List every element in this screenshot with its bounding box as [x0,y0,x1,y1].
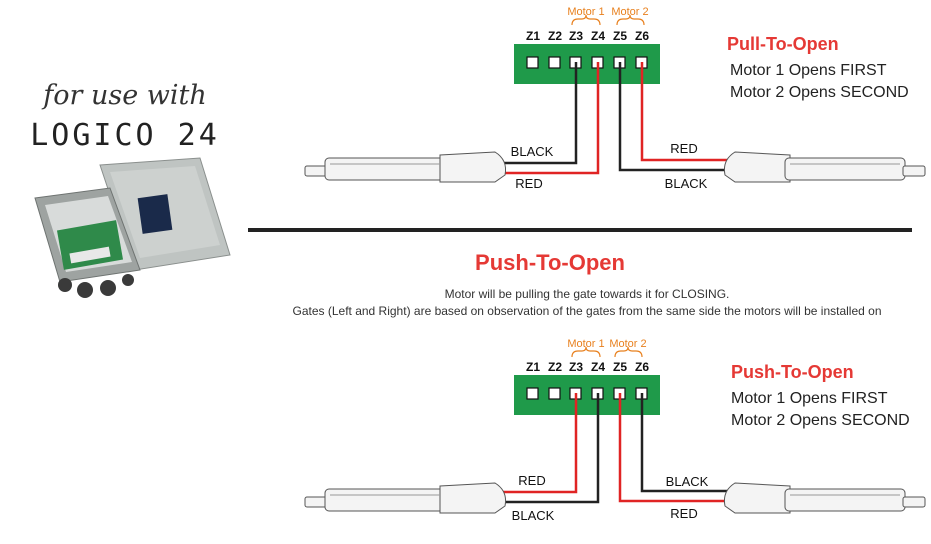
terminal-label: Z1 [526,360,540,374]
terminal-label: Z5 [613,29,627,43]
diagram-title: Pull-To-Open [727,34,839,54]
terminal-label: Z3 [569,360,583,374]
terminal-label: Z5 [613,360,627,374]
product-name: LOGICO 24 [30,118,220,153]
motor-2-bracket [616,14,645,26]
motor-1-bracket [571,346,601,358]
terminal-label: Z1 [526,29,540,43]
control-box-image [34,157,231,298]
terminal-screw [526,387,539,400]
wire-red-left [497,62,600,175]
diagram-line-1: Motor 1 Opens FIRST [731,390,888,407]
terminal-label: Z6 [635,360,649,374]
diagram-title: Push-To-Open [731,362,854,382]
terminal-label: Z4 [591,360,605,374]
terminal-screw [548,387,561,400]
terminal-label: Z3 [569,29,583,43]
wire-label: RED [515,176,542,191]
motor-2-label: Motor 2 [611,6,648,18]
note-line-1: Motor will be pulling the gate towards i… [445,287,730,301]
terminal-label: Z6 [635,29,649,43]
wire-black-right [640,393,730,493]
wire-label: BLACK [512,508,555,523]
motor-1-label: Motor 1 [567,6,604,18]
motor-actuator-left [304,482,506,514]
wire-black-left [497,62,578,165]
section-title: Push-To-Open [475,250,625,275]
motor-actuator-right [724,482,926,514]
wire-red-right [640,62,730,162]
terminal-label: Z2 [548,29,562,43]
terminal-screw [526,56,539,69]
motor-actuator-left [304,151,506,183]
wire-red-left [497,393,578,494]
wire-label: RED [670,506,697,521]
motor-2-label: Motor 2 [609,338,646,350]
motor-1-bracket [571,14,601,26]
diagram-line-2: Motor 2 Opens SECOND [730,84,909,101]
wire-black-right [618,62,730,172]
wire-label: BLACK [511,144,554,159]
diagram-line-1: Motor 1 Opens FIRST [730,62,887,79]
wire-label: RED [670,141,697,156]
wire-red-right [618,393,730,503]
diagram-pull-to-open: Motor 1 Motor 2 Z1 Z2 Z3 Z4 Z5 Z6 BLACK … [304,6,926,191]
tagline: for use with [41,80,207,111]
motor-2-bracket [614,346,643,358]
note-line-2: Gates (Left and Right) are based on obse… [293,304,882,318]
diagram-push-to-open: Motor 1 Motor 2 Z1 Z2 Z3 Z4 Z5 Z6 RED BL… [304,338,926,523]
wire-label: RED [518,473,545,488]
wire-label: BLACK [666,474,709,489]
motor-actuator-right [724,151,926,183]
wire-black-left [497,393,600,504]
terminal-screw [548,56,561,69]
motor-1-label: Motor 1 [567,338,604,350]
diagram-line-2: Motor 2 Opens SECOND [731,412,910,429]
terminal-label: Z2 [548,360,562,374]
terminal-label: Z4 [591,29,605,43]
wire-label: BLACK [665,176,708,191]
